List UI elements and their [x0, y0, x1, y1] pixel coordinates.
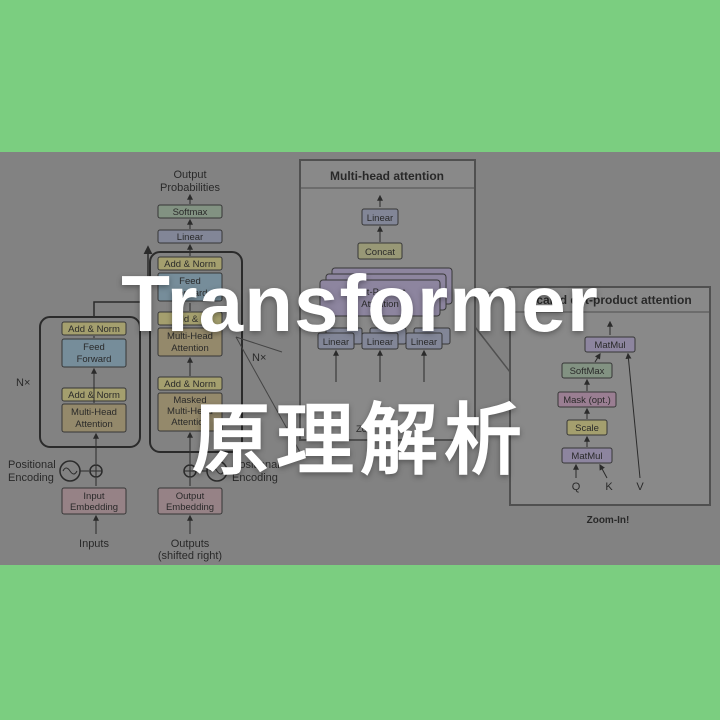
- mha-linear-v: Linear: [405, 327, 451, 350]
- svg-text:Masked: Masked: [173, 395, 206, 406]
- svg-text:Multi-Head: Multi-Head: [167, 331, 213, 342]
- mha-dot-product-stack: Dot-Product Attention: [319, 267, 453, 317]
- sdpa-matmul-top: MatMul: [584, 336, 636, 353]
- decoder-add-norm-mid: Add & N: [157, 311, 223, 326]
- scaled-dot-product-panel: Scaled dot-product attention MatMul Soft…: [474, 286, 711, 526]
- outputs-label-2: (shifted right): [158, 550, 222, 562]
- diagram-panel: N× Add & Norm Feed Forward Add & Norm Mu…: [0, 152, 720, 565]
- decoder-positional-encoding-label-1: Positional: [232, 459, 280, 471]
- svg-text:Linear: Linear: [411, 337, 437, 348]
- encoder: N× Add & Norm Feed Forward Add & Norm Mu…: [8, 245, 153, 550]
- encoder-layer-frame: [39, 316, 141, 448]
- mha-concat: Concat: [357, 242, 403, 260]
- mha-panel-title: Multi-head attention: [330, 169, 444, 183]
- svg-text:Forward: Forward: [77, 354, 112, 365]
- top-green-band: [0, 0, 720, 152]
- transformer-architecture-diagram: N× Add & Norm Feed Forward Add & Norm Mu…: [8, 159, 711, 562]
- sdpa-mask: Mask (opt.): [557, 391, 617, 408]
- svg-text:Concat: Concat: [365, 247, 395, 258]
- svg-text:Embedding: Embedding: [70, 502, 118, 513]
- svg-text:Add & N: Add & N: [172, 314, 208, 325]
- svg-text:Attention: Attention: [75, 419, 113, 430]
- sdpa-input-k: K: [605, 481, 613, 493]
- sdpa-input-v: V: [636, 481, 644, 493]
- svg-text:Linear: Linear: [177, 232, 203, 243]
- multi-head-attention-panel: Multi-head attention Linear Concat Dot-P…: [299, 159, 476, 441]
- svg-text:Embedding: Embedding: [166, 502, 214, 513]
- decoder-linear: Linear: [157, 229, 223, 244]
- subtitle: 原理解析: [191, 396, 528, 486]
- input-embedding: Input Embedding: [61, 487, 127, 515]
- svg-text:Input: Input: [83, 491, 104, 502]
- decoder-feed-forward: Feed Forward: [157, 272, 223, 302]
- svg-text:Attention: Attention: [171, 343, 209, 354]
- sdpa-matmul-bottom: MatMul: [561, 447, 613, 464]
- mha-linear-q: Linear: [317, 327, 363, 350]
- svg-text:Forward: Forward: [173, 288, 208, 299]
- svg-text:Mask (opt.): Mask (opt.): [563, 395, 611, 406]
- encoder-positional-encoding-label-2: Encoding: [8, 472, 54, 484]
- main-title: Transformer: [121, 259, 599, 348]
- encoder-nx-label: N×: [16, 377, 30, 389]
- encoder-add-norm-top: Add & Norm: [61, 321, 127, 336]
- svg-text:Add & Norm: Add & Norm: [164, 259, 216, 270]
- svg-text:Softmax: Softmax: [173, 207, 208, 218]
- mha-dot-product-label-2: Attention: [361, 299, 399, 310]
- svg-text:Multi-Head: Multi-Head: [71, 407, 117, 418]
- svg-text:MatMul: MatMul: [594, 340, 625, 351]
- decoder-add-norm-bottom: Add & Norm: [157, 376, 223, 391]
- decoder: N× Output Probabilities Softmax Linear A…: [149, 169, 301, 562]
- svg-text:Multi-Head: Multi-Head: [167, 406, 213, 417]
- svg-text:Scale: Scale: [575, 423, 599, 434]
- svg-text:Attention: Attention: [171, 417, 209, 428]
- mha-linear-k: Linear: [361, 327, 407, 350]
- encoder-multi-head-attention: Multi-Head Attention: [61, 403, 127, 433]
- svg-text:MatMul: MatMul: [571, 451, 602, 462]
- encoder-positional-encoding-label-1: Positional: [8, 459, 56, 471]
- output-probabilities-label-2: Probabilities: [160, 182, 220, 194]
- svg-text:SoftMax: SoftMax: [570, 366, 605, 377]
- svg-text:Add & Norm: Add & Norm: [164, 379, 216, 390]
- svg-text:Add & Norm: Add & Norm: [68, 324, 120, 335]
- svg-text:Feed: Feed: [179, 276, 201, 287]
- sdpa-scale: Scale: [566, 419, 608, 436]
- decoder-nx-label: N×: [252, 352, 266, 364]
- sdpa-softmax: SoftMax: [561, 362, 613, 379]
- bottom-green-band: [0, 565, 720, 720]
- encoder-feed-forward: Feed Forward: [61, 338, 127, 368]
- svg-text:Feed: Feed: [83, 342, 105, 353]
- sdpa-input-q: Q: [572, 481, 581, 493]
- svg-text:Linear: Linear: [367, 213, 393, 224]
- mha-linear-top: Linear: [361, 208, 399, 226]
- outputs-label-1: Outputs: [171, 538, 210, 550]
- sdpa-panel-title: Scaled dot-product attention: [528, 293, 691, 307]
- sdpa-zoom-label: Zoom-In!: [587, 515, 630, 526]
- inputs-label: Inputs: [79, 538, 109, 550]
- decoder-multi-head-attention: Multi-Head Attention: [157, 327, 223, 357]
- output-embedding: Output Embedding: [157, 487, 223, 515]
- decoder-positional-encoding-label-2: Encoding: [232, 472, 278, 484]
- decoder-masked-multi-head-attention: Masked Multi-Head Attention: [157, 392, 223, 432]
- decoder-add-norm-top: Add & Norm: [157, 256, 223, 271]
- svg-text:Linear: Linear: [323, 337, 349, 348]
- mha-zoom-label: Zo: [356, 424, 367, 435]
- decoder-layer-frame: [149, 251, 243, 453]
- output-probabilities-label-1: Output: [173, 169, 206, 181]
- dark-overlay: [0, 152, 720, 565]
- svg-text:Linear: Linear: [367, 337, 393, 348]
- decoder-softmax: Softmax: [157, 204, 223, 219]
- mha-dot-product-label-1: Dot-Product: [355, 287, 406, 298]
- svg-text:Output: Output: [176, 491, 205, 502]
